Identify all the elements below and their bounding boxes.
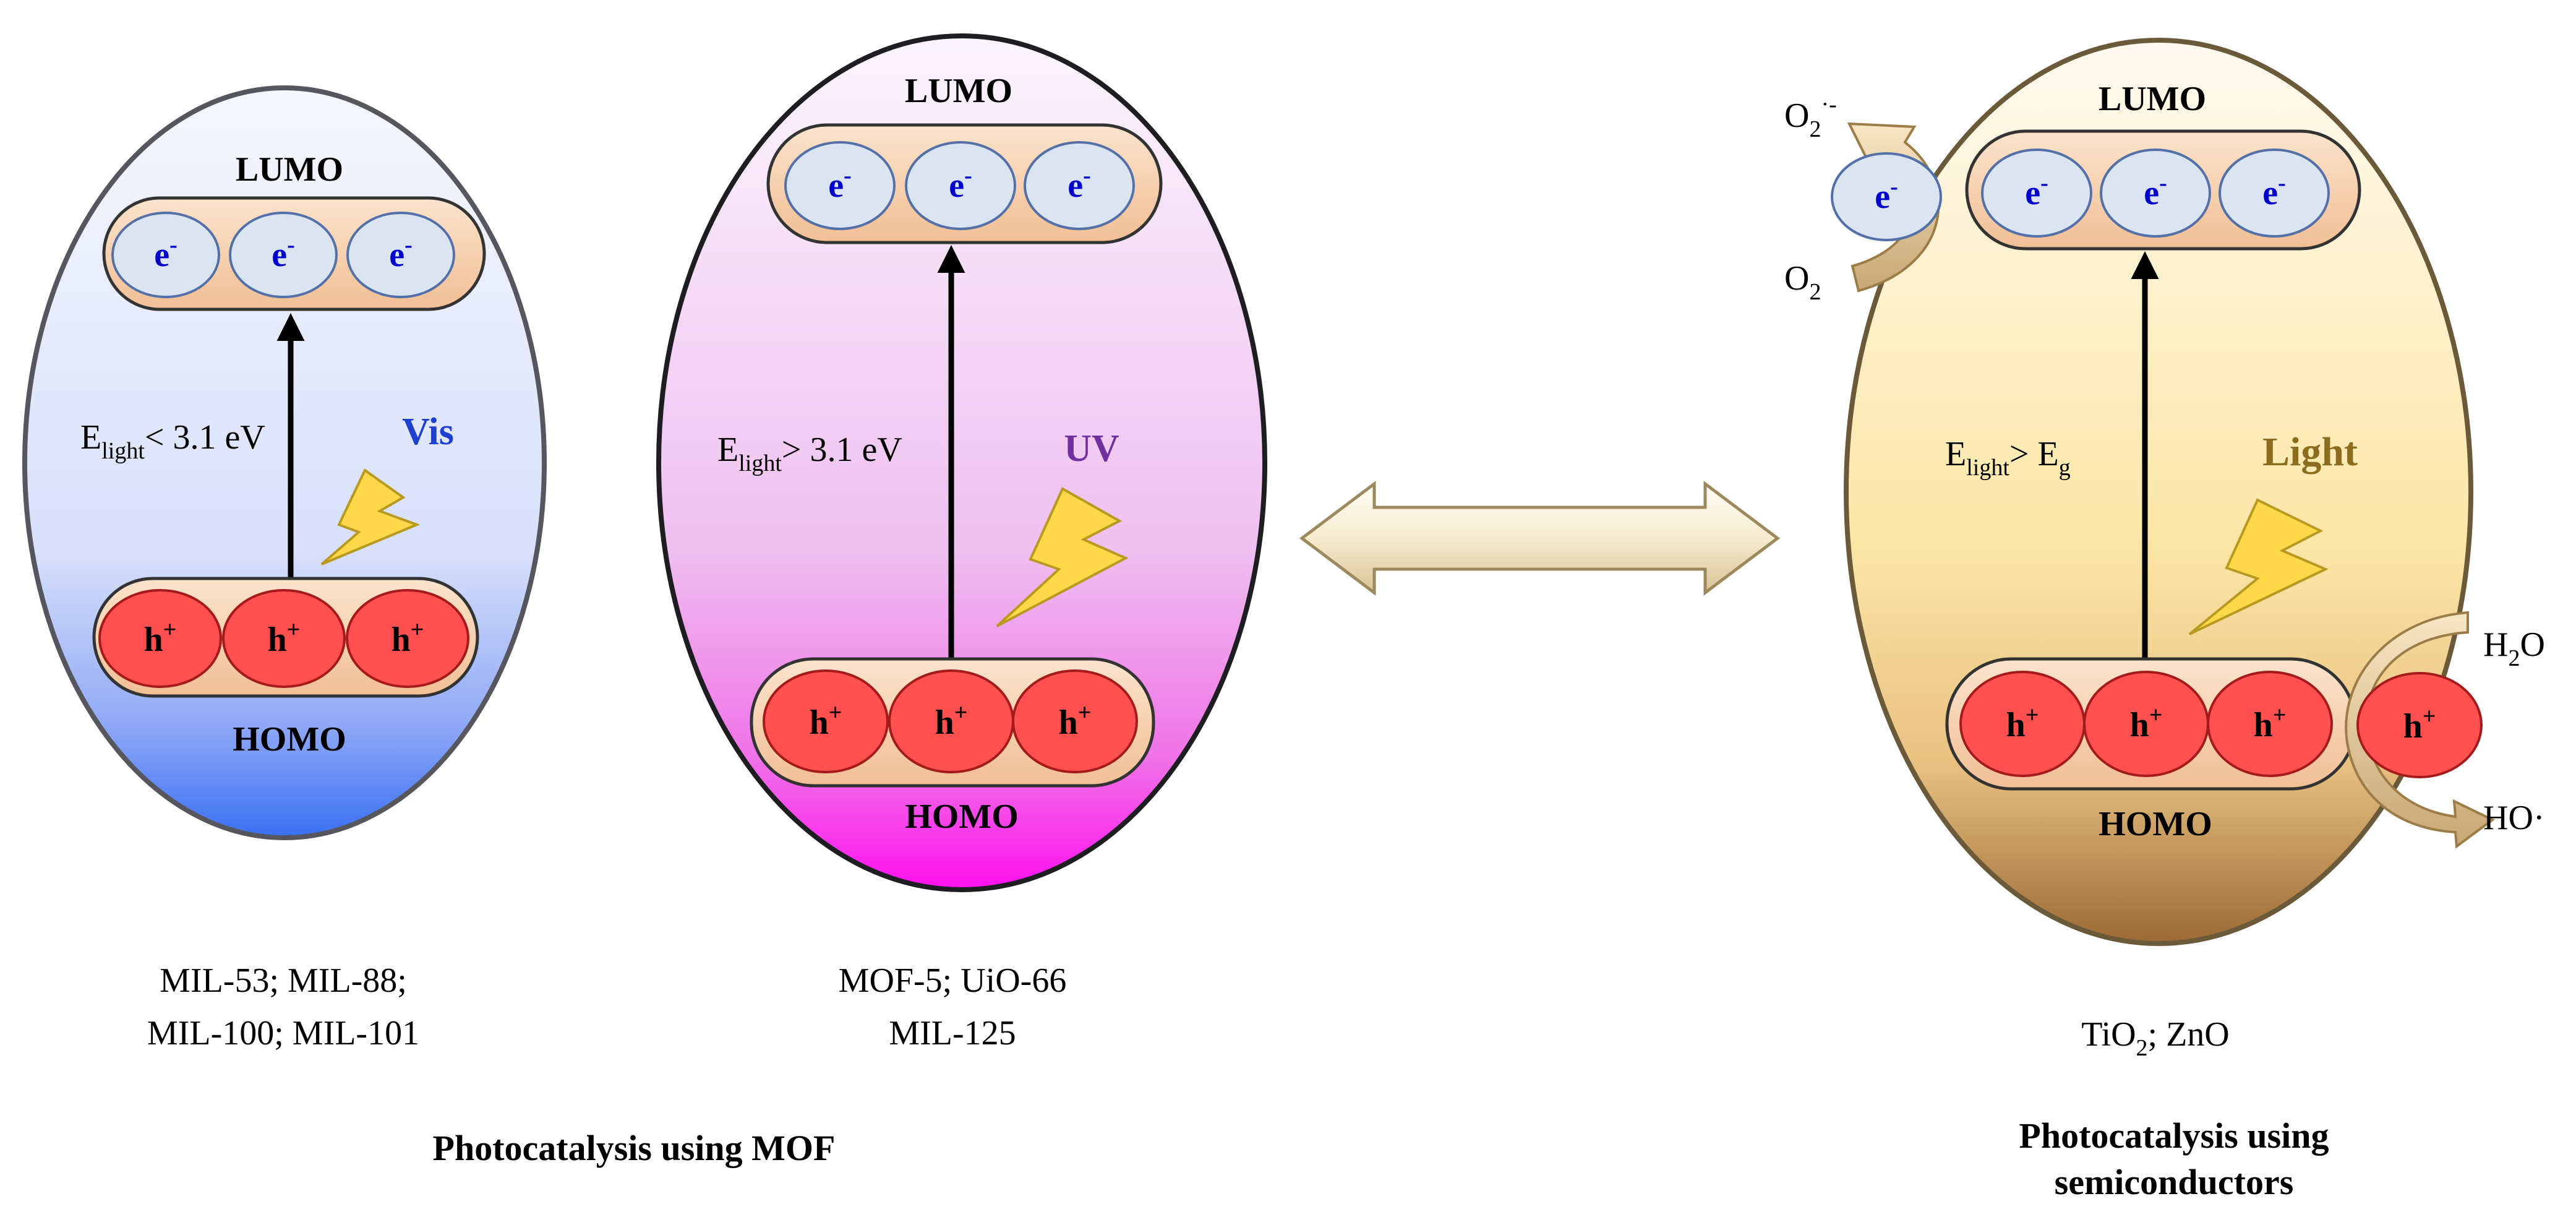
lumo-band: e- e- e- [1965,129,2361,251]
lumo-label: LUMO [236,150,343,189]
svg-text:e-: e- [1875,174,1898,216]
hole: h+ [98,589,222,688]
energy-condition: Elight> 3.1 eV [717,431,902,476]
svg-text:h+: h+ [1059,700,1092,742]
lightning-icon [996,487,1129,627]
svg-text:h+: h+ [2006,702,2039,744]
oxidation-site: h+ H2O HO· [2345,611,2545,849]
electron: e- [2219,148,2330,238]
energy-condition: Elight< 3.1 eV [80,418,265,464]
homo-band: h+ h+ h+ [1945,657,2357,791]
lightning-icon [320,468,421,565]
homo-label: HOMO [905,798,1019,836]
electron: e- [229,212,338,298]
svg-text:e-: e- [272,232,295,274]
svg-text:h+: h+ [2403,703,2436,746]
light-type-label: Vis [402,411,454,453]
hole: h+ [2083,671,2209,777]
electron: e- [111,212,220,298]
svg-text:e-: e- [2262,170,2286,212]
svg-text:e-: e- [828,163,852,205]
homo-label: HOMO [233,720,346,759]
svg-text:e-: e- [389,232,413,274]
svg-text:h+: h+ [935,700,968,742]
water-label: H2O [2483,626,2545,671]
electron: e- [784,141,896,230]
svg-text:e-: e- [949,163,972,205]
panel-vis-mof: LUMO e- e- e- Elight< 3.1 eV Vis [22,85,547,1052]
material-list-line: MIL-100; MIL-101 [147,1014,419,1052]
electron: e- [905,141,1016,230]
caption-mof: Photocatalysis using MOF [433,1128,836,1168]
superoxide-label: O2·- [1784,92,1837,142]
escaped-hole [2356,672,2483,778]
panel-uv-mof: LUMO e- e- e- Elight> 3.1 eV UV [656,33,1267,1052]
svg-text:e-: e- [154,232,178,274]
energy-condition: Elight> Eg [1945,435,2071,481]
electron: e- [1981,148,2092,238]
double-arrow-icon [1299,480,1781,596]
homo-band: h+ h+ h+ [750,657,1155,788]
lightning-icon [2188,498,2329,635]
hole: h+ [222,589,346,688]
hole: h+ [2207,671,2333,777]
light-type-label: UV [1064,428,1119,470]
hole: h+ [346,589,469,688]
caption-semiconductor: semiconductors [2055,1162,2294,1202]
material-list-line: MOF-5; UiO-66 [839,961,1067,1000]
electron: e- [2100,148,2211,238]
light-type-label: Light [2262,429,2358,475]
hole: h+ [763,669,889,773]
hole: h+ [888,669,1014,773]
svg-text:h+: h+ [2130,702,2163,744]
svg-text:e-: e- [2144,170,2167,212]
homo-label: HOMO [2099,805,2212,843]
homo-band: h+ h+ h+ [92,577,479,698]
caption-semiconductor: Photocatalysis using [2019,1116,2329,1156]
electron: e- [346,212,455,298]
material-list-line: TiO2; ZnO [2081,1015,2229,1061]
lumo-band: e- e- e- [102,196,486,311]
panel-semiconductor: LUMO e- e- e- Elight> Eg Light h [1784,38,2545,1061]
svg-text:h+: h+ [144,617,177,659]
electron: e- [1024,141,1135,230]
svg-text:h+: h+ [810,700,842,742]
escaped-electron [1831,152,1942,241]
svg-text:e-: e- [2025,170,2048,212]
hole: h+ [1012,669,1138,773]
material-list-line: MIL-125 [889,1014,1016,1052]
lumo-band: e- e- e- [766,123,1163,244]
hole: h+ [1959,671,2086,777]
svg-text:h+: h+ [268,617,301,659]
hydroxyl-radical-label: HO· [2483,799,2545,837]
material-list-line: MIL-53; MIL-88; [160,961,407,1000]
lumo-label: LUMO [905,72,1012,110]
svg-text:h+: h+ [392,617,424,659]
svg-text:e-: e- [1068,163,1091,205]
reduction-site: e- O2·- O2 [1784,92,1942,305]
svg-text:h+: h+ [2254,702,2287,744]
lumo-label: LUMO [2099,80,2206,118]
oxygen-label: O2 [1784,259,1821,305]
